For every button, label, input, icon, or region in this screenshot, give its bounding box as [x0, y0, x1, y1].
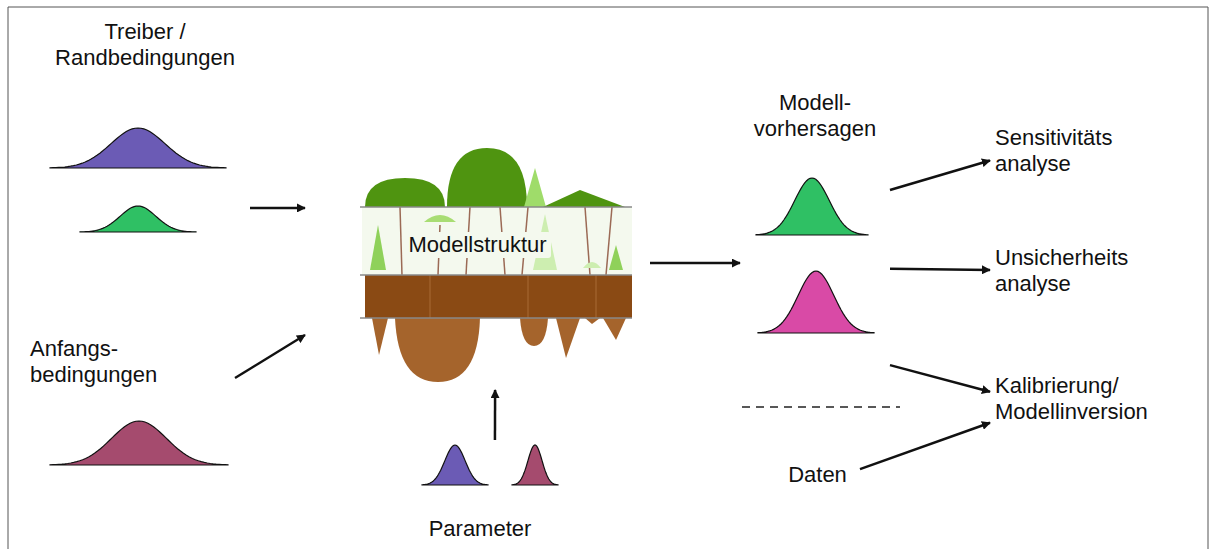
- distribution-curve: [80, 206, 196, 232]
- node-label: Modell- vorhersagen: [754, 90, 876, 143]
- flow-arrow: [235, 335, 305, 378]
- initial-conditions-group: Anfangs- bedingungen: [25, 330, 235, 470]
- data-label: Daten: [775, 458, 860, 495]
- frame: [8, 7, 1208, 549]
- analysis-step: Sensitivitäts analyse: [990, 122, 1140, 184]
- ecosystem-illustration: [360, 148, 632, 382]
- flow-arrow: [890, 365, 990, 392]
- flow-arrow: [250, 207, 305, 210]
- distribution-curve: [758, 271, 874, 333]
- node-label: Sensitivitäts analyse: [995, 125, 1112, 178]
- parameter-group: Parameter: [415, 440, 545, 549]
- analysis-step: Unsicherheits analyse: [990, 242, 1150, 304]
- node-label: Parameter: [429, 516, 532, 542]
- flow-arrow: [860, 423, 990, 469]
- distribution-curves: [50, 128, 874, 485]
- node-label: Daten: [788, 462, 847, 488]
- flow-arrow: [890, 160, 990, 190]
- driver-group: Treiber / Randbedingungen: [40, 15, 250, 235]
- flow-arrow: [890, 269, 990, 270]
- model-structure: Modellstruktur: [305, 140, 650, 390]
- node-label: Unsicherheits analyse: [995, 245, 1128, 298]
- distribution-curve: [50, 128, 226, 168]
- distribution-curve: [512, 445, 558, 485]
- node-label: Anfangs- bedingungen: [30, 336, 157, 389]
- node-label: Treiber / Randbedingungen: [55, 19, 235, 72]
- distribution-curve: [422, 445, 488, 485]
- flow-arrow: [494, 390, 497, 440]
- prediction-group: Modell- vorhersagen: [740, 85, 890, 375]
- distribution-curve: [50, 421, 228, 465]
- node-label: Modellstruktur: [404, 232, 550, 258]
- dashed-separator: [742, 406, 900, 408]
- node-label: Kalibrierung/ Modellinversion: [995, 373, 1148, 426]
- calibration-step: Kalibrierung/ Modellinversion: [990, 370, 1190, 432]
- flow-arrow: [650, 262, 740, 265]
- distribution-curve: [756, 178, 868, 235]
